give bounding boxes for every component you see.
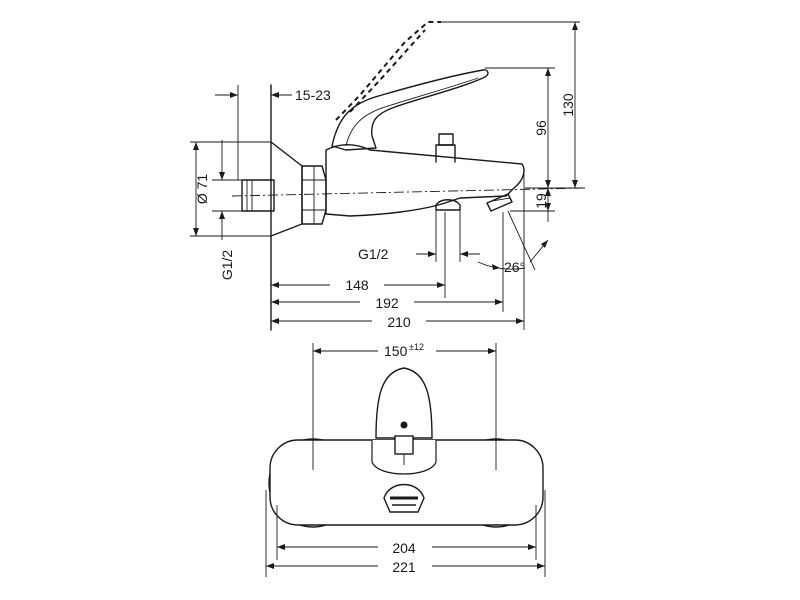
dim-height-total: 130 [560, 93, 576, 117]
aerator [486, 193, 513, 212]
dim-height-spout: 96 [533, 120, 549, 136]
outlet-connection [435, 199, 461, 211]
dim-width-body: 204 [392, 540, 416, 556]
dim-depth-outlet: 148 [345, 277, 369, 293]
mixer-body [325, 144, 525, 217]
wall-thread [241, 179, 275, 212]
dim-outlet-angle: 26° [504, 259, 525, 275]
dim-wall-depth: 15-23 [295, 87, 331, 103]
front-view: 150 ±12 204 221 [265, 340, 546, 577]
front-lever [375, 367, 433, 439]
dim-thread-wall: G1/2 [219, 250, 235, 281]
dim-depth-spout: 192 [375, 295, 399, 311]
lever-handle [331, 69, 489, 151]
lever-open-outline [335, 21, 441, 121]
dim-thread-outlet: G1/2 [358, 246, 389, 262]
escutcheon [270, 141, 303, 237]
dim-depth-total: 210 [387, 314, 411, 330]
diverter-cap [438, 133, 454, 146]
front-diverter [394, 435, 414, 455]
diverter-knob [435, 144, 456, 163]
dim-width-total: 221 [392, 559, 416, 575]
dim-wall-diameter: Ø 71 [194, 174, 210, 205]
dim-spout-drop: 19 [533, 193, 549, 209]
dim-centre-tolerance: ±12 [409, 342, 424, 352]
dim-centre-distance: 150 [384, 343, 408, 359]
side-view: 15-23 130 96 19 Ø 71 G1/2 [190, 21, 586, 331]
